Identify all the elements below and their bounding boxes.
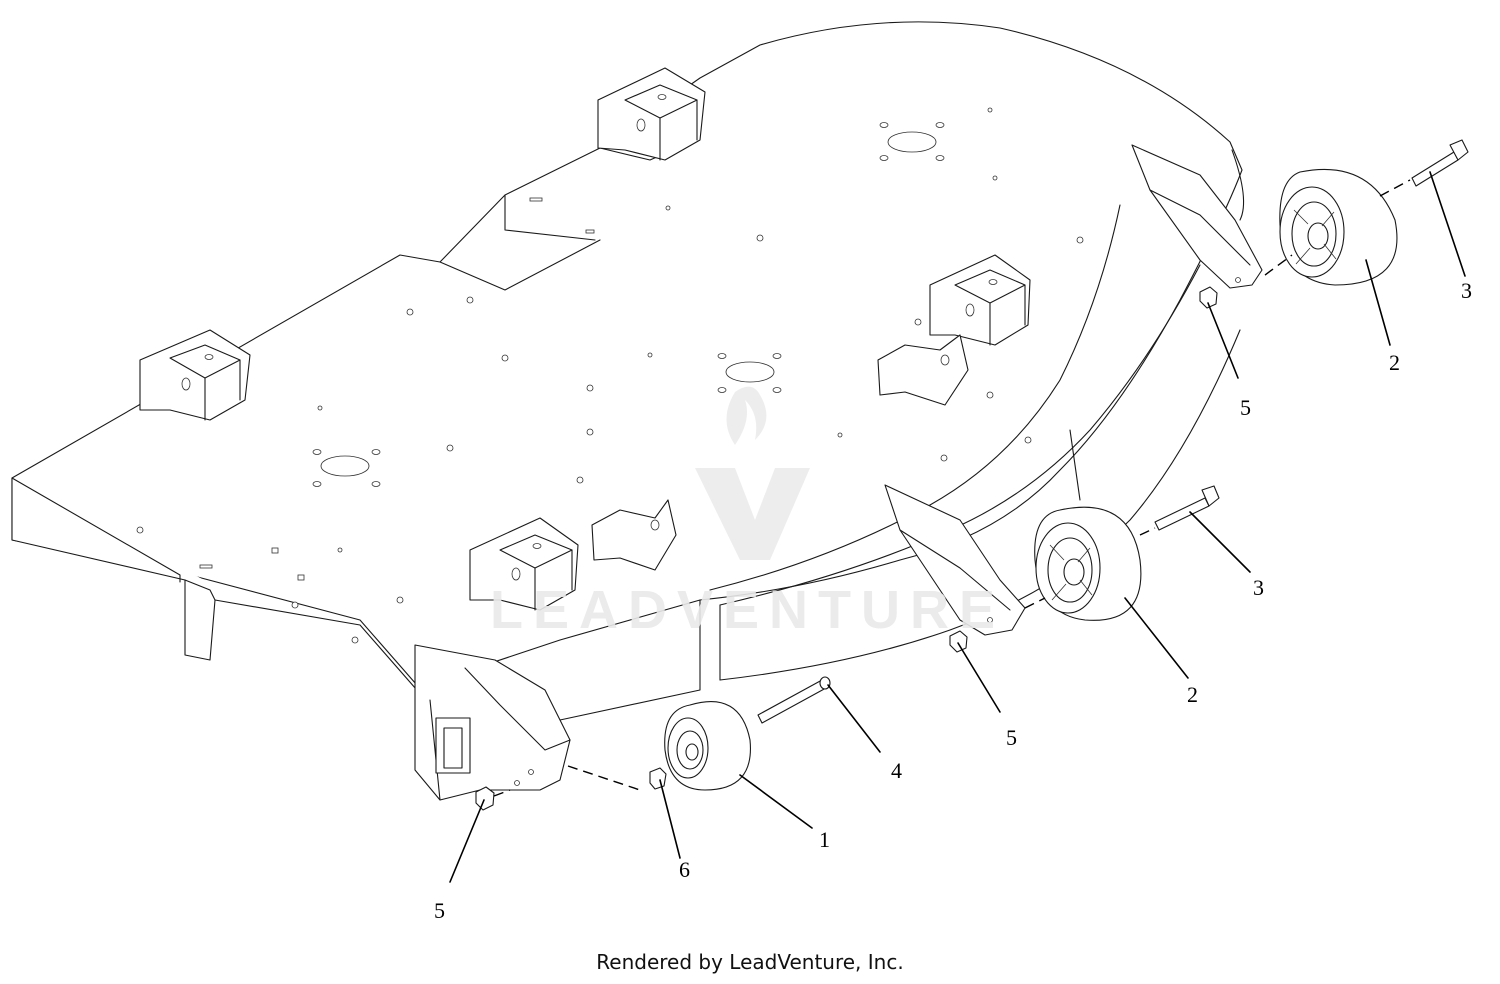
hanger-bracket-front [469, 499, 677, 611]
callout-5-bottom-left: 5 [434, 898, 445, 923]
bolt-rear [1411, 139, 1469, 187]
callout-6: 6 [679, 857, 690, 882]
anti-scalp-wheel-small [664, 701, 751, 791]
bolt-front [1154, 485, 1220, 531]
spindle-mount-left [312, 449, 381, 487]
callout-2-rear: 2 [1389, 350, 1400, 375]
watermark-text: LEADVENTURE [490, 580, 1005, 640]
callouts: 1 2 2 3 3 4 5 5 5 6 [434, 278, 1472, 923]
flange-nuts [475, 286, 1218, 811]
anti-scalp-wheel-rear-right [1279, 168, 1398, 286]
alignment-line-4 [1264, 254, 1293, 276]
callout-2-front: 2 [1187, 682, 1198, 707]
hanger-bracket-left [139, 329, 251, 421]
wheel-bracket-front-left [414, 644, 571, 801]
alignment-line-5 [1379, 179, 1411, 197]
spindle-mount-center [717, 353, 782, 393]
spindle-mount-right [879, 122, 945, 161]
anti-scalp-wheel-front-right [1034, 506, 1142, 621]
deck-front-skirt [11, 478, 431, 706]
hanger-bracket-right [877, 254, 1031, 406]
callout-3-front: 3 [1253, 575, 1264, 600]
hanger-bracket-rear [597, 67, 706, 161]
wheel-bracket-front-right [884, 484, 1026, 636]
callout-4: 4 [891, 758, 902, 783]
callout-1: 1 [819, 827, 830, 852]
leader-lines [449, 171, 1466, 883]
callout-3-rear: 3 [1461, 278, 1472, 303]
callout-5-front-right: 5 [1006, 725, 1017, 750]
alignment-line-3 [1024, 597, 1046, 609]
alignment-line-1 [567, 765, 641, 791]
alignment-line-6 [1139, 527, 1156, 536]
footer-credit: Rendered by LeadVenture, Inc. [596, 950, 904, 974]
watermark-logo: LEADVENTURE [490, 386, 1005, 640]
axle-pin [757, 676, 831, 724]
deck-holes [136, 107, 1084, 644]
callout-5-rear-right: 5 [1240, 395, 1251, 420]
wheel-bracket-rear-right [1131, 144, 1263, 289]
alignment-line-2 [493, 789, 511, 797]
